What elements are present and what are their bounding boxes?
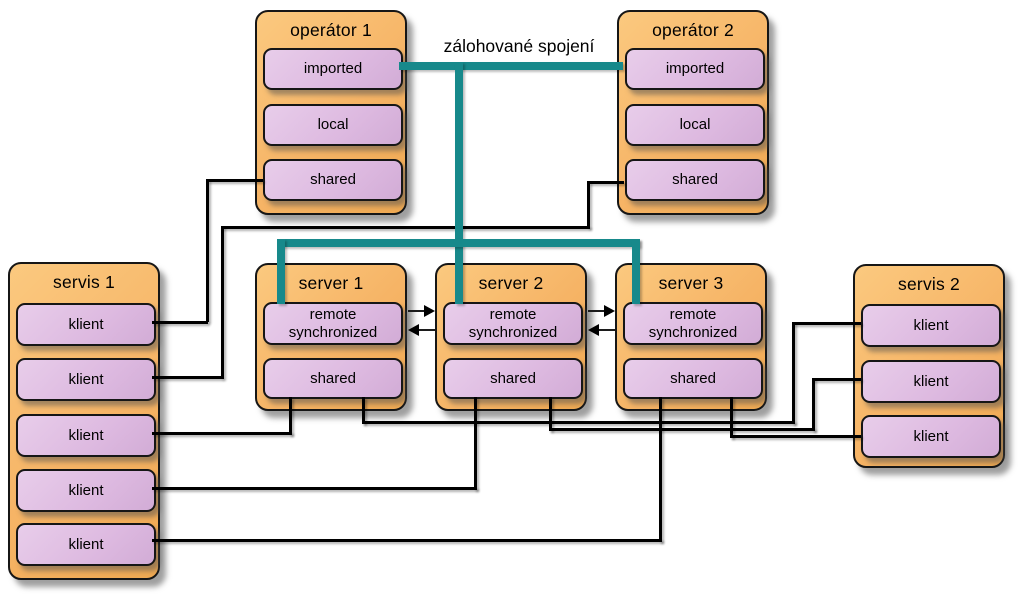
group-operator2: operátor 2 imported local shared xyxy=(617,10,769,215)
node-operator1-imported: imported xyxy=(263,48,403,90)
node-server3-shared: shared xyxy=(623,358,763,399)
group-operator1: operátor 1 imported local shared xyxy=(255,10,407,215)
node-server1-shared: shared xyxy=(263,358,403,399)
node-servis2-klient-1: klient xyxy=(861,304,1001,347)
wire-srv2shared-s2klient2 xyxy=(549,428,815,431)
group-title-servis1: servis 1 xyxy=(53,272,115,292)
backup-link-server-bus xyxy=(277,239,640,247)
arrow-shaft xyxy=(408,310,426,312)
group-title-server1: server 1 xyxy=(298,273,364,293)
backup-connection-label: zálohované spojení xyxy=(443,36,595,56)
wire-srv1shared-s2klient1 xyxy=(362,397,365,424)
wire-srv3shared-s2klient3 xyxy=(730,397,733,438)
arrow-head xyxy=(604,305,615,317)
group-servis1: servis 1 klient klient klient klient kli… xyxy=(8,262,160,580)
wire-op1shared-s1klient1 xyxy=(152,321,208,324)
node-servis1-klient-3: klient xyxy=(16,414,156,457)
group-server3: server 3 remote synchronized shared xyxy=(615,263,767,411)
arrow-head xyxy=(588,324,599,336)
node-servis1-klient-5: klient xyxy=(16,523,156,566)
backup-link-drop-server1 xyxy=(277,239,285,304)
wire-op2shared-s1klient2 xyxy=(587,181,590,228)
node-server1-remote-synchronized: remote synchronized xyxy=(263,302,403,345)
wire-op2shared-s1klient2 xyxy=(152,376,222,379)
arrow-head xyxy=(408,324,419,336)
wire-srv3shared-s1klient5 xyxy=(659,397,662,542)
group-title-operator2: operátor 2 xyxy=(652,20,734,40)
arrow-shaft xyxy=(588,310,606,312)
node-servis2-klient-3: klient xyxy=(861,415,1001,458)
node-server2-remote-synchronized: remote synchronized xyxy=(443,302,583,345)
wire-srv2shared-s1klient4 xyxy=(474,397,477,490)
node-operator1-shared: shared xyxy=(263,159,403,201)
arrow-head xyxy=(424,305,435,317)
group-servis2: servis 2 klient klient klient xyxy=(853,264,1005,468)
wire-srv1shared-s2klient1 xyxy=(792,322,795,424)
arrow-shaft xyxy=(417,329,435,331)
sync-arrow-right-icon xyxy=(408,305,435,317)
node-servis1-klient-2: klient xyxy=(16,358,156,401)
wire-srv1shared-s1klient3 xyxy=(289,397,292,435)
sync-arrow-right-icon xyxy=(588,305,615,317)
wire-srv2shared-s2klient2 xyxy=(812,378,861,381)
wire-srv3shared-s2klient3 xyxy=(730,435,861,438)
group-title-servis2: servis 2 xyxy=(898,274,960,294)
wire-op1shared-s1klient1 xyxy=(207,179,263,182)
node-servis2-klient-2: klient xyxy=(861,360,1001,403)
arrow-shaft xyxy=(597,329,615,331)
group-title-server3: server 3 xyxy=(658,273,724,293)
node-operator2-imported: imported xyxy=(625,48,765,90)
wire-srv1shared-s2klient1 xyxy=(362,421,795,424)
sync-arrow-left-icon xyxy=(408,324,435,336)
wire-op1shared-s1klient1 xyxy=(206,179,209,322)
group-title-operator1: operátor 1 xyxy=(290,20,372,40)
backup-link-op1-op2 xyxy=(399,62,623,70)
wire-op2shared-s1klient2 xyxy=(221,226,224,379)
sync-arrow-left-icon xyxy=(588,324,615,336)
node-server3-remote-synchronized: remote synchronized xyxy=(623,302,763,345)
wire-srv2shared-s1klient4 xyxy=(152,487,477,490)
wire-srv2shared-s2klient2 xyxy=(812,378,815,431)
node-server2-shared: shared xyxy=(443,358,583,399)
node-servis1-klient-4: klient xyxy=(16,469,156,512)
wire-srv1shared-s2klient1 xyxy=(792,322,861,325)
backup-link-drop-server2 xyxy=(455,62,463,304)
wire-srv1shared-s1klient3 xyxy=(152,432,292,435)
node-operator1-local: local xyxy=(263,104,403,146)
node-operator2-shared: shared xyxy=(625,159,765,201)
wire-op2shared-s1klient2 xyxy=(221,226,590,229)
group-title-server2: server 2 xyxy=(478,273,544,293)
wire-srv3shared-s1klient5 xyxy=(152,539,662,542)
group-server2: server 2 remote synchronized shared xyxy=(435,263,587,411)
wire-op2shared-s1klient2 xyxy=(588,181,624,184)
node-servis1-klient-1: klient xyxy=(16,303,156,346)
backup-link-drop-server3 xyxy=(632,239,640,304)
wire-srv2shared-s2klient2 xyxy=(549,397,552,431)
node-operator2-local: local xyxy=(625,104,765,146)
